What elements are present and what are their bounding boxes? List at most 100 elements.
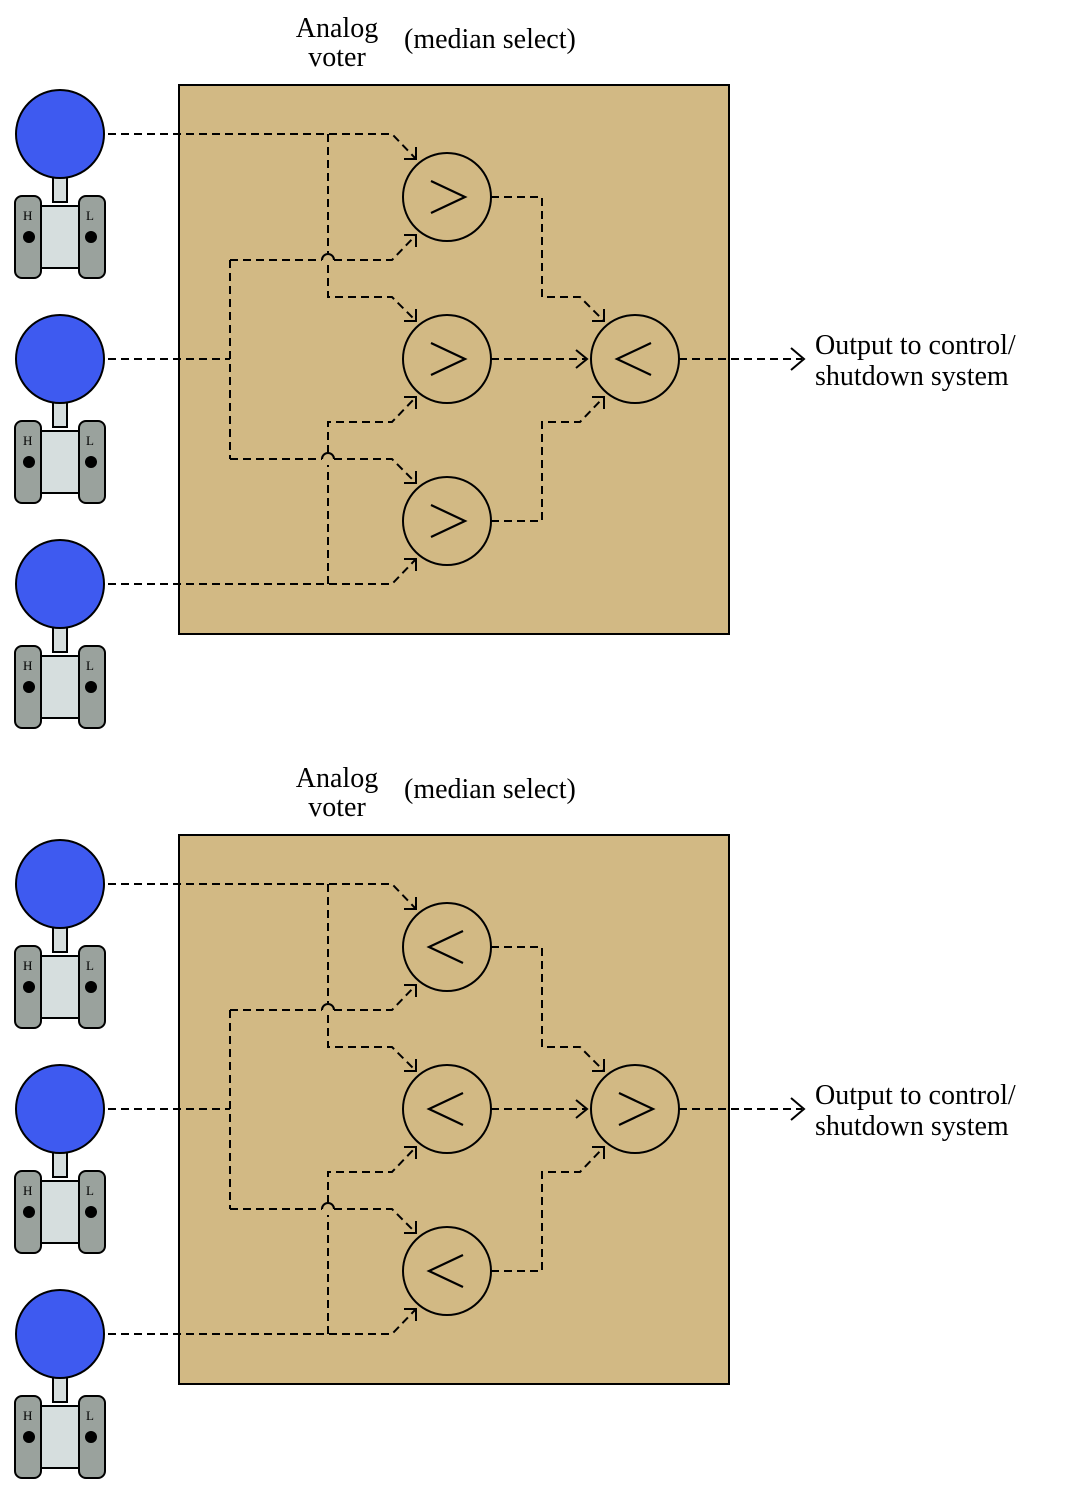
transmitter-body [40,205,80,269]
port-low-icon [85,981,97,993]
port-high-icon [23,456,35,468]
arrow-c-gate3 [404,558,417,571]
transmitter-head [15,314,105,404]
arrow-gate1-final [592,309,605,322]
arrow-c-gate3 [404,1308,417,1321]
transmitter-neck [52,1375,68,1403]
transmitter-neck [52,625,68,653]
port-high-label: H [23,433,32,448]
arrow-c-gate2 [404,1146,417,1159]
port-low-label: L [86,1408,94,1423]
arrow-gate3-final [592,396,605,409]
signal-a-to-gate2 [327,265,417,322]
arrow-gate2-final [575,349,589,369]
selector-stage1-2-symbol-icon [426,1092,464,1126]
arrow-a-gate1 [404,147,417,160]
transmitter-body [40,955,80,1019]
arrow-b-gate3 [404,1221,417,1234]
signal-a-to-gate1 [108,883,417,910]
signal-a-to-gate1 [108,133,417,160]
selector-stage1-3-symbol-icon [430,504,468,538]
signal-a-to-gate2 [327,1015,417,1072]
output-label-line2: shutdown system [815,1111,1009,1142]
transmitter-body [40,655,80,719]
signal-c-to-gate3 [108,1308,417,1335]
arrow-gate2-final [575,1099,589,1119]
voter-box [178,84,730,635]
transmitter-neck [52,1150,68,1178]
selector-stage1-1-symbol-icon [426,930,464,964]
output-label: Output to control/ [815,330,1016,361]
transmitter-head [15,1064,105,1154]
port-high-icon [23,1431,35,1443]
port-low-icon [85,1206,97,1218]
arrow-a-gate1 [404,897,417,910]
port-low-label: L [86,1183,94,1198]
transmitter-neck [52,925,68,953]
signal-c-to-gate2 [327,1146,417,1203]
signal-c-to-gate2 [327,396,417,453]
output-arrow-icon [790,1097,806,1121]
arrow-b-gate3 [404,471,417,484]
output-arrow-icon [790,347,806,371]
port-low-icon [85,1431,97,1443]
arrow-gate1-final [592,1059,605,1072]
transmitter-head [15,89,105,179]
arrow-a-gate2 [404,309,417,322]
mode-label: (median select) [404,24,576,55]
arrow-b-gate1 [404,234,417,247]
selector-stage1-1-symbol-icon [430,180,468,214]
port-low-icon [85,681,97,693]
signal-c-to-gate3 [108,558,417,585]
transmitter-neck [52,400,68,428]
port-high-icon [23,981,35,993]
port-low-label: L [86,433,94,448]
gate3-to-final [491,1146,605,1272]
transmitter-body [40,1180,80,1244]
arrow-b-gate1 [404,984,417,997]
signal-b-to-gate3 [334,458,417,484]
arrow-gate3-final [592,1146,605,1159]
voter-title-line2: voter [308,792,366,823]
transmitter-head [15,1289,105,1379]
port-high-icon [23,681,35,693]
port-high-icon [23,231,35,243]
mode-label: (median select) [404,774,576,805]
gate3-to-final [491,396,605,522]
selector-stage1-2-symbol-icon [430,342,468,376]
port-low-label: L [86,208,94,223]
voter-title: Analog [296,763,378,794]
port-low-label: L [86,658,94,673]
voter-title: Analog [296,13,378,44]
transmitter-body [40,430,80,494]
arrow-a-gate2 [404,1059,417,1072]
transmitter-neck [52,175,68,203]
wire-crossover-1 [321,1003,335,1011]
signal-b-to-gate1 [334,984,417,1011]
arrow-c-gate2 [404,396,417,409]
port-high-label: H [23,658,32,673]
port-high-label: H [23,958,32,973]
port-high-label: H [23,1183,32,1198]
selector-final-symbol-icon [618,1092,656,1126]
port-low-icon [85,456,97,468]
output-label-line2: shutdown system [815,361,1009,392]
output-label: Output to control/ [815,1080,1016,1111]
voter-box [178,834,730,1385]
transmitter-head [15,839,105,929]
transmitter-body [40,1405,80,1469]
gate1-to-final [491,196,605,322]
signal-b-to-gate1 [334,234,417,261]
transmitter-head [15,539,105,629]
voter-title-line2: voter [308,42,366,73]
port-high-label: H [23,1408,32,1423]
port-high-label: H [23,208,32,223]
